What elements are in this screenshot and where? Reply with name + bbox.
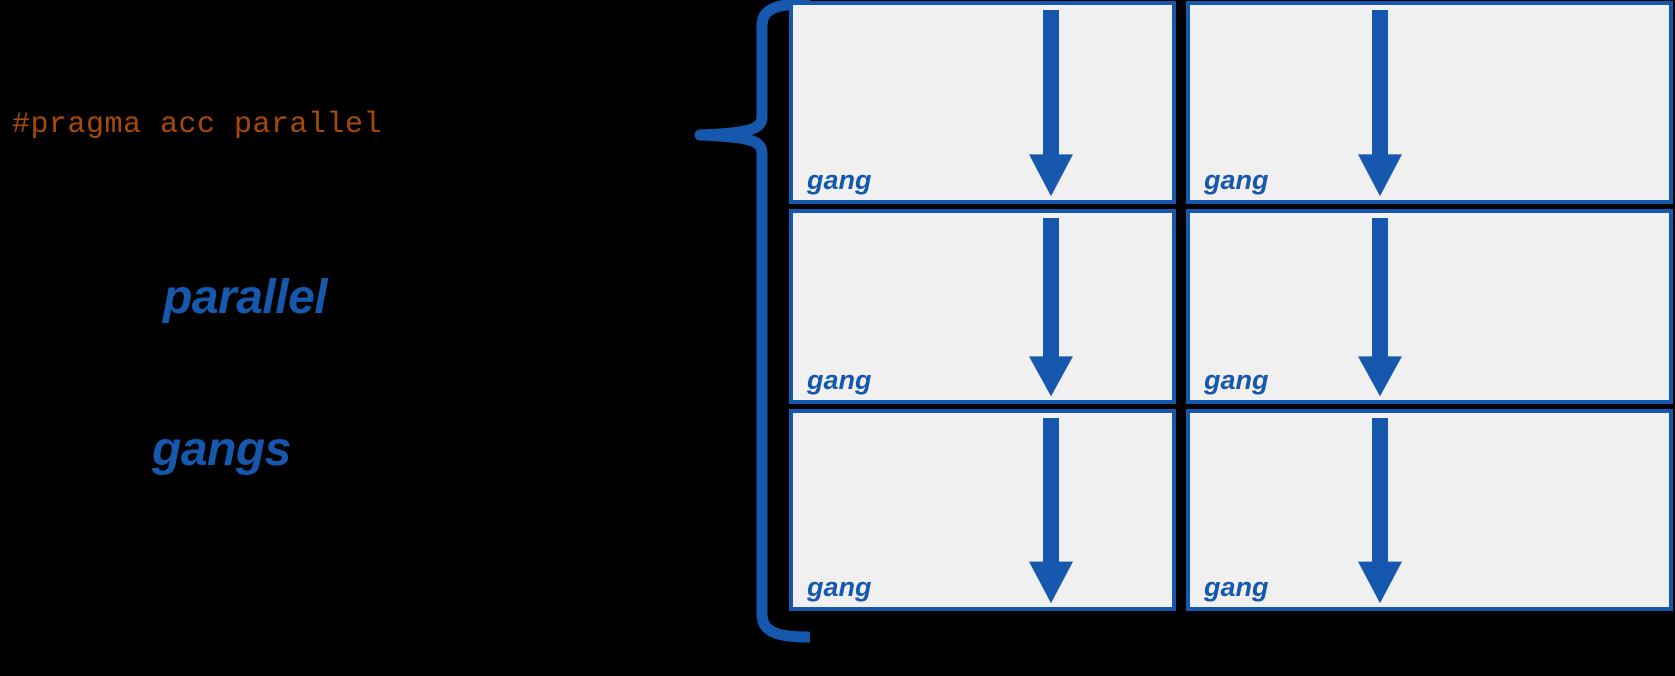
- keyword-gangs-label: gangs: [152, 423, 291, 476]
- down-arrow-icon: [1021, 418, 1081, 607]
- curly-brace-icon: [690, 0, 810, 656]
- gang-cell[interactable]: gang: [789, 209, 1176, 404]
- gang-label: gang: [807, 364, 872, 395]
- gang-label: gang: [1204, 571, 1269, 602]
- gang-cell[interactable]: gang: [1186, 209, 1673, 404]
- keyword-parallel-label: parallel: [163, 271, 328, 324]
- down-arrow-icon: [1021, 218, 1081, 400]
- gang-label: gang: [807, 164, 872, 195]
- down-arrow-icon: [1350, 418, 1410, 607]
- gang-grid: gang gang gang: [789, 1, 1675, 611]
- gang-cell[interactable]: gang: [1186, 409, 1673, 611]
- down-arrow-icon: [1350, 218, 1410, 400]
- down-arrow-icon: [1021, 10, 1081, 200]
- down-arrow-icon: [1350, 10, 1410, 200]
- gang-label: gang: [807, 571, 872, 602]
- gang-label: gang: [1204, 164, 1269, 195]
- gang-cell[interactable]: gang: [789, 1, 1176, 204]
- gang-label: gang: [1204, 364, 1269, 395]
- gang-cell[interactable]: gang: [789, 409, 1176, 611]
- gang-cell[interactable]: gang: [1186, 1, 1673, 204]
- pragma-code-label: #pragma acc parallel: [12, 108, 383, 142]
